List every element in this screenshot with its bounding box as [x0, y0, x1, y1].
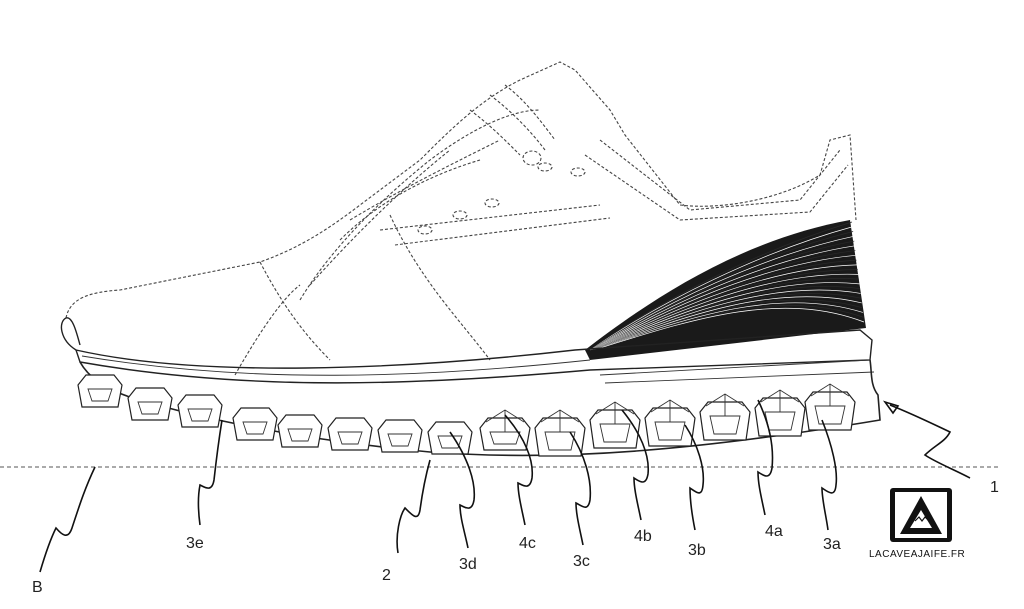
leader-B: [39, 466, 96, 573]
leader-4c: [504, 414, 534, 526]
label-4c: 4c: [519, 535, 536, 552]
label-4b: 4b: [634, 528, 652, 545]
leader-lines: [39, 399, 971, 573]
shoe-upper: [60, 61, 857, 376]
label-2: 2: [382, 567, 391, 584]
leader-3a: [821, 419, 838, 531]
label-3d: 3d: [459, 556, 477, 573]
watermark: LaCaveAJaife.fr: [869, 488, 965, 560]
leader-3c: [569, 431, 592, 546]
heel-counter: [585, 220, 866, 360]
label-3a: 3a: [823, 536, 841, 553]
watermark-text: LaCaveAJaife.fr: [869, 549, 965, 560]
label-1: 1: [990, 479, 999, 496]
triangle-logo-icon: [890, 488, 952, 542]
label-3e: 3e: [186, 535, 204, 552]
leader-3e: [197, 419, 223, 526]
reference-labels: 1 2 3a 3b 3c 3d 3e 4a 4b 4c B: [32, 479, 999, 596]
leader-3b: [684, 424, 705, 531]
leader-4a: [757, 399, 774, 516]
label-B: B: [32, 579, 43, 596]
leader-2: [396, 459, 431, 554]
label-3b: 3b: [688, 542, 706, 559]
label-4a: 4a: [765, 523, 783, 540]
leader-3d: [449, 431, 476, 549]
midsole: [74, 329, 875, 384]
leader-1: [889, 404, 971, 479]
outsole: [77, 359, 881, 457]
leader-4b: [621, 409, 650, 521]
label-3c: 3c: [573, 553, 590, 570]
